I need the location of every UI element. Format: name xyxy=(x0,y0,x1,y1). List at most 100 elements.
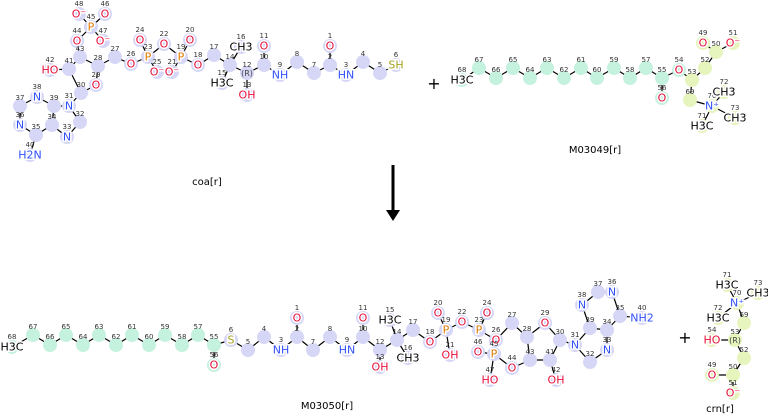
atom-number: 72 xyxy=(720,78,729,86)
atom-highlight xyxy=(523,71,537,85)
atom-coa-9: NH9 xyxy=(270,61,290,83)
atom-coa-20: O20 xyxy=(184,26,196,48)
atom-highlight xyxy=(257,330,271,344)
atom-highlight xyxy=(43,338,57,352)
atom-symbol: N xyxy=(578,299,586,312)
atom-number: 33 xyxy=(603,336,612,344)
atom-m03050-28: 28 xyxy=(523,325,532,333)
atom-symbol: O xyxy=(326,40,335,53)
atom-coa-8: 8 xyxy=(295,50,299,58)
atom-highlight xyxy=(26,328,40,342)
atom-number: 63 xyxy=(95,323,104,331)
atom-highlight xyxy=(13,118,27,132)
atom-highlight xyxy=(489,333,503,347)
atom-highlight xyxy=(59,328,73,342)
atom-number: 18 xyxy=(194,51,203,59)
atom-number: 26 xyxy=(492,326,501,334)
atom-highlight xyxy=(124,57,138,71)
atom-highlight xyxy=(575,298,589,312)
atom-number: 11 xyxy=(359,304,368,312)
atom-m03050-20: O20 xyxy=(432,299,444,321)
atom-m03049-60: 60 xyxy=(593,66,602,74)
atom-symbol: HN xyxy=(339,344,356,357)
atom-highlight xyxy=(443,348,457,362)
atom-number: 36 xyxy=(608,278,617,286)
atom-symbol: O xyxy=(426,336,435,349)
atom-number: 34 xyxy=(48,113,57,121)
atom-highlight xyxy=(158,328,172,342)
atom-number: 35 xyxy=(32,123,41,131)
atom-highlight xyxy=(60,130,74,144)
atom-highlight xyxy=(406,323,420,337)
atom-number: 58 xyxy=(626,66,635,74)
atom-symbol: N xyxy=(571,339,579,352)
atom-highlight xyxy=(356,55,370,69)
atom-highlight xyxy=(76,338,90,352)
atom-number: 55 xyxy=(210,333,219,341)
atom-symbol: O xyxy=(92,79,101,92)
atom-number: 69 xyxy=(686,88,695,96)
atom-symbol: N xyxy=(65,100,73,113)
atom-m03050-19: P19 xyxy=(441,316,451,338)
atom-highlight xyxy=(323,330,337,344)
atom-m03050-66: 66 xyxy=(46,333,55,341)
atom-crn-51: O⁻51 xyxy=(724,379,742,401)
atom-highlight xyxy=(590,71,604,85)
atom-highlight xyxy=(655,91,669,105)
atom-number: 7 xyxy=(311,338,315,346)
atom-number: 42 xyxy=(552,366,561,374)
atom-number: 62 xyxy=(112,333,121,341)
atom-highlight xyxy=(84,20,98,34)
atom-highlight xyxy=(568,338,582,352)
atom-symbol: H3C xyxy=(691,120,714,133)
atom-highlight xyxy=(207,338,221,352)
atom-coa-27: 27 xyxy=(111,45,120,53)
atom-number: 26 xyxy=(127,50,136,58)
atom-number: 33 xyxy=(63,123,72,131)
atom-coa-6: SH6 xyxy=(387,51,405,73)
atom-symbol: H3C xyxy=(1,341,24,354)
atom-highlight xyxy=(307,66,321,80)
atom-m03049-56: O56 xyxy=(656,84,668,106)
atom-m03050-11: O11 xyxy=(357,304,369,326)
atom-highlight xyxy=(373,66,387,80)
atom-number: 49 xyxy=(699,29,708,37)
atom-number: 6 xyxy=(229,326,234,334)
atom-m03049-57: 57 xyxy=(642,56,651,64)
atom-coa-10: 10 xyxy=(260,53,269,61)
atom-symbol: O xyxy=(160,38,169,51)
atom-highlight xyxy=(483,373,497,387)
atom-highlight xyxy=(520,330,534,344)
atom-number: 44 xyxy=(508,354,517,362)
atom-m03050-23: P23 xyxy=(474,316,484,338)
atom-symbol: O xyxy=(101,8,110,21)
atom-m03050-27: 27 xyxy=(508,311,517,319)
molecule-label-m03049: M03049[r] xyxy=(569,145,621,156)
atom-number: 56 xyxy=(210,351,219,359)
atom-m03049-51: O⁻51 xyxy=(724,29,742,51)
atom-number: 71 xyxy=(723,271,732,279)
atom-highlight xyxy=(607,61,621,75)
atom-highlight xyxy=(47,99,61,113)
atom-crn-70: N⁺70 xyxy=(728,289,745,311)
atom-highlight xyxy=(273,68,287,82)
atom-coa-1: O1 xyxy=(324,32,336,54)
atom-highlight xyxy=(672,63,686,77)
atom-highlight xyxy=(43,63,57,77)
atom-number: 67 xyxy=(475,56,484,64)
atom-symbol: O⁻ xyxy=(72,8,87,21)
atom-number: 49 xyxy=(708,361,717,369)
atom-number: 70 xyxy=(708,92,717,100)
atom-highlight xyxy=(401,351,415,365)
atom-symbol: N⁺ xyxy=(730,297,744,310)
atom-symbol: CH3 xyxy=(713,86,736,99)
atom-coa-39: 39 xyxy=(50,94,59,102)
atom-symbol: O xyxy=(136,34,145,47)
